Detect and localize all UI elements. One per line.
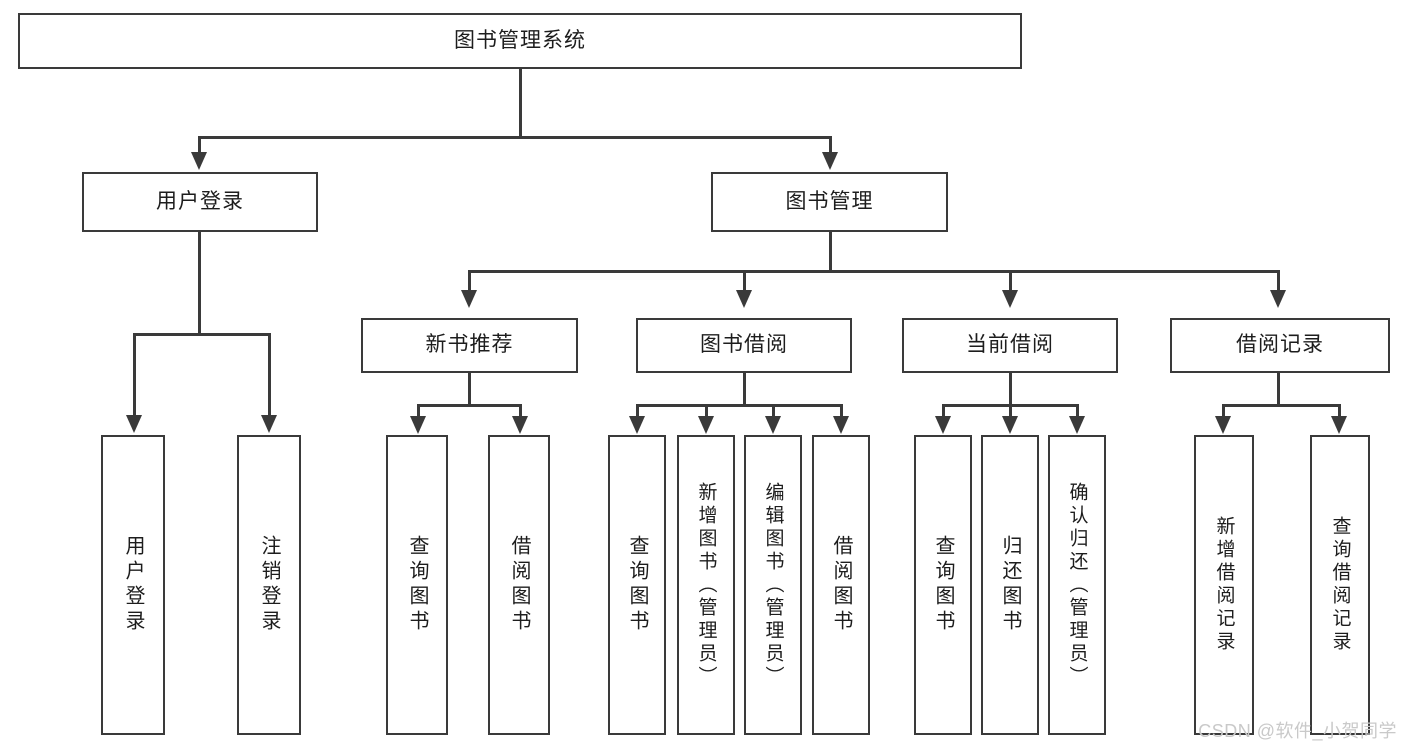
arrowhead-to-current-borrow-leaf3 [1069, 416, 1085, 434]
node-root-system[interactable]: 图书管理系统 [18, 13, 1022, 69]
node-label: 当前借阅 [966, 333, 1054, 357]
leaf-add-borrow-record[interactable]: 新增借阅记录 [1194, 435, 1254, 735]
node-label: 归还图书 [999, 535, 1021, 635]
node-label: 图书管理系统 [454, 28, 586, 52]
connector-to-book-borrow-leaf1 [636, 404, 639, 420]
connector-level1-bus [198, 136, 832, 139]
node-current-borrow[interactable]: 当前借阅 [902, 318, 1118, 373]
node-user-login[interactable]: 用户登录 [82, 172, 318, 232]
arrowhead-to-book-borrow-leaf1 [629, 416, 645, 434]
node-label: 查询图书 [406, 535, 428, 635]
connector-book-management-stem [829, 232, 832, 272]
arrowhead-to-user-login-leaf1 [126, 415, 142, 433]
connector-to-current-borrow-leaf1 [942, 404, 945, 420]
connector-borrow-record-stem [1277, 373, 1280, 407]
connector-to-book-borrow-leaf2 [705, 404, 708, 420]
leaf-book-borrow-action[interactable]: 借阅图书 [812, 435, 870, 735]
node-label: 新书推荐 [425, 333, 514, 357]
arrowhead-to-book-management [822, 152, 838, 170]
arrowhead-to-borrow-record [1270, 290, 1286, 308]
connector-user-login-bus [133, 333, 269, 336]
leaf-book-borrow-search[interactable]: 查询图书 [608, 435, 666, 735]
connector-level2-bus [468, 270, 1280, 273]
connector-to-new-book-recommend [468, 270, 471, 294]
node-label: 新增借阅记录 [1213, 516, 1235, 654]
node-label: 借阅图书 [508, 535, 530, 635]
connector-new-book-bus [417, 404, 522, 407]
node-new-book-recommend[interactable]: 新书推荐 [361, 318, 578, 373]
leaf-query-borrow-record[interactable]: 查询借阅记录 [1310, 435, 1370, 735]
arrowhead-to-user-login-leaf2 [261, 415, 277, 433]
arrowhead-to-new-book-leaf2 [512, 416, 528, 434]
arrowhead-to-new-book-recommend [461, 290, 477, 308]
arrowhead-to-current-borrow-leaf2 [1002, 416, 1018, 434]
leaf-confirm-return-admin[interactable]: 确认归还（管理员） [1048, 435, 1106, 735]
connector-to-user-login [198, 136, 201, 156]
node-label: 用户登录 [156, 189, 244, 213]
connector-to-borrow-record-leaf1 [1222, 404, 1225, 420]
leaf-new-book-search[interactable]: 查询图书 [386, 435, 448, 735]
node-book-borrow[interactable]: 图书借阅 [636, 318, 852, 373]
node-borrow-record[interactable]: 借阅记录 [1170, 318, 1390, 373]
node-label: 新增图书（管理员） [695, 481, 717, 689]
connector-to-new-book-leaf2 [519, 404, 522, 420]
node-label: 借阅图书 [830, 535, 852, 635]
connector-to-user-login-leaf1 [133, 333, 136, 419]
node-label: 图书借阅 [700, 333, 788, 357]
connector-to-book-borrow-leaf4 [840, 404, 843, 420]
connector-new-book-stem [468, 373, 471, 407]
connector-to-book-borrow-leaf3 [772, 404, 775, 420]
connector-to-book-borrow [743, 270, 746, 294]
connector-borrow-record-bus [1222, 404, 1338, 407]
leaf-user-login[interactable]: 用户登录 [101, 435, 165, 735]
node-label: 查询图书 [626, 535, 648, 635]
arrowhead-to-borrow-record-leaf2 [1331, 416, 1347, 434]
connector-to-current-borrow-leaf2 [1009, 404, 1012, 420]
connector-to-user-login-leaf2 [268, 333, 271, 419]
connector-to-current-borrow-leaf3 [1076, 404, 1079, 420]
leaf-current-return[interactable]: 归还图书 [981, 435, 1039, 735]
leaf-current-search[interactable]: 查询图书 [914, 435, 972, 735]
arrowhead-to-new-book-leaf1 [410, 416, 426, 434]
node-label: 图书管理 [785, 189, 874, 213]
connector-book-borrow-bus [636, 404, 842, 407]
arrowhead-to-book-borrow-leaf3 [765, 416, 781, 434]
node-label: 借阅记录 [1236, 333, 1324, 357]
connector-root-stem [519, 69, 522, 138]
node-label: 查询借阅记录 [1329, 516, 1351, 654]
leaf-book-add-admin[interactable]: 新增图书（管理员） [677, 435, 735, 735]
node-label: 确认归还（管理员） [1066, 481, 1088, 689]
node-label: 编辑图书（管理员） [762, 481, 784, 689]
connector-to-current-borrow [1009, 270, 1012, 294]
arrowhead-to-borrow-record-leaf1 [1215, 416, 1231, 434]
arrowhead-to-current-borrow-leaf1 [935, 416, 951, 434]
connector-current-borrow-stem [1009, 373, 1012, 407]
node-label: 查询图书 [932, 535, 954, 635]
leaf-new-book-borrow[interactable]: 借阅图书 [488, 435, 550, 735]
connector-user-login-stem [198, 232, 201, 336]
connector-to-book-management [829, 136, 832, 156]
arrowhead-to-book-borrow [736, 290, 752, 308]
connector-to-borrow-record [1277, 270, 1280, 294]
node-label: 注销登录 [258, 535, 280, 635]
arrowhead-to-book-borrow-leaf2 [698, 416, 714, 434]
node-label: 用户登录 [122, 535, 144, 635]
connector-book-borrow-stem [743, 373, 746, 407]
connector-to-borrow-record-leaf2 [1338, 404, 1341, 420]
arrowhead-to-current-borrow [1002, 290, 1018, 308]
leaf-logout[interactable]: 注销登录 [237, 435, 301, 735]
node-book-management[interactable]: 图书管理 [711, 172, 948, 232]
connector-to-new-book-leaf1 [417, 404, 420, 420]
arrowhead-to-book-borrow-leaf4 [833, 416, 849, 434]
leaf-book-edit-admin[interactable]: 编辑图书（管理员） [744, 435, 802, 735]
arrowhead-to-user-login [191, 152, 207, 170]
